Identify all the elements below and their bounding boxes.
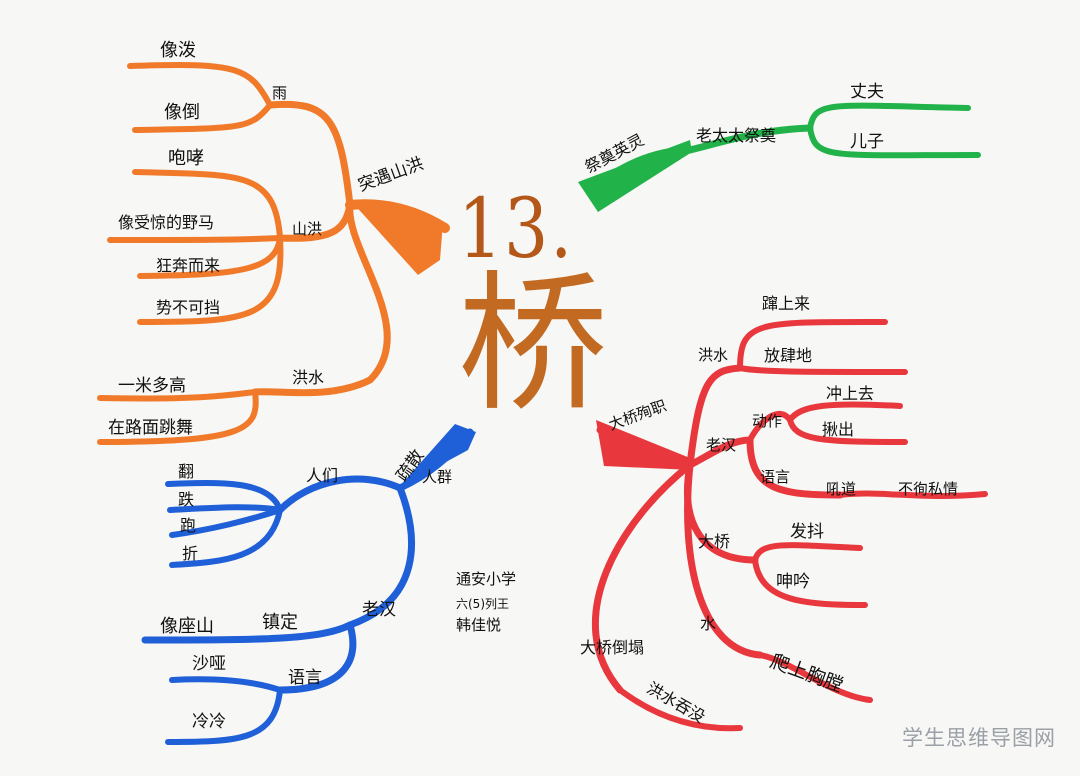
orange-wedge xyxy=(352,202,443,275)
voice-item-0: 沙哑 xyxy=(192,654,226,674)
author-school: 通安小学 xyxy=(456,570,517,588)
old-man-label: 老汉 xyxy=(362,600,396,620)
red-water-label: 水 xyxy=(700,614,717,633)
red-flood-label: 洪水 xyxy=(698,346,729,364)
green-item-1: 儿子 xyxy=(850,132,884,152)
red-old-man-label: 老汉 xyxy=(706,436,737,454)
calm-item: 像座山 xyxy=(160,616,214,637)
author-class: 六(5)列王 xyxy=(456,597,509,611)
flood-item-0: 咆哮 xyxy=(168,148,204,169)
action-item-1: 揪出 xyxy=(822,420,855,439)
people-item-0: 翻 xyxy=(178,462,195,481)
water-label: 洪水 xyxy=(292,368,325,387)
flood-label: 山洪 xyxy=(292,220,323,238)
rain-item-1: 像倒 xyxy=(164,102,200,123)
bridge-item-1: 呻吟 xyxy=(776,572,810,592)
green-wedge xyxy=(578,140,692,212)
speech-mid-label: 吼道 xyxy=(826,480,857,498)
people-item-3: 折 xyxy=(182,544,199,563)
flood-item-1: 像受惊的野马 xyxy=(118,213,215,232)
collapse-label: 大桥倒塌 xyxy=(580,638,645,657)
calm-label: 镇定 xyxy=(262,612,298,633)
speech-item: 不徇私情 xyxy=(898,480,959,498)
blue-center-label-2: 人群 xyxy=(422,468,453,486)
water-item-0: 一米多高 xyxy=(118,376,186,396)
people-item-1: 跌 xyxy=(178,490,195,509)
action-label: 动作 xyxy=(752,412,783,430)
red-flood-item-1: 放肆地 xyxy=(764,346,813,365)
orange-branch-lines xyxy=(97,61,450,445)
green-mid-label: 老太太祭奠 xyxy=(696,126,777,145)
title-character: 桥 xyxy=(458,258,609,432)
red-wedge xyxy=(596,420,692,470)
blue-wedge xyxy=(398,424,476,488)
rain-item-0: 像泼 xyxy=(160,40,196,61)
rain-label: 雨 xyxy=(272,84,288,102)
action-item-0: 冲上去 xyxy=(826,384,875,403)
speech-label: 语言 xyxy=(760,468,791,486)
people-item-2: 跑 xyxy=(180,516,197,535)
author-name: 韩佳悦 xyxy=(456,616,502,634)
flood-item-3: 势不可挡 xyxy=(156,298,221,317)
bridge-item-0: 发抖 xyxy=(790,522,824,542)
voice-label: 语言 xyxy=(288,668,322,688)
flood-item-2: 狂奔而来 xyxy=(156,256,221,275)
red-flood-item-0: 蹿上来 xyxy=(762,294,811,313)
water-item-1: 在路面跳舞 xyxy=(108,418,193,438)
people-label: 人们 xyxy=(306,466,339,485)
bridge-label: 大桥 xyxy=(698,532,731,551)
voice-item-1: 冷冷 xyxy=(192,712,226,732)
watermark: 学生思维导图网 xyxy=(902,726,1056,750)
blue-branch-lines xyxy=(141,428,474,745)
title-number: 13. xyxy=(458,182,574,277)
green-item-0: 丈夫 xyxy=(850,82,884,102)
